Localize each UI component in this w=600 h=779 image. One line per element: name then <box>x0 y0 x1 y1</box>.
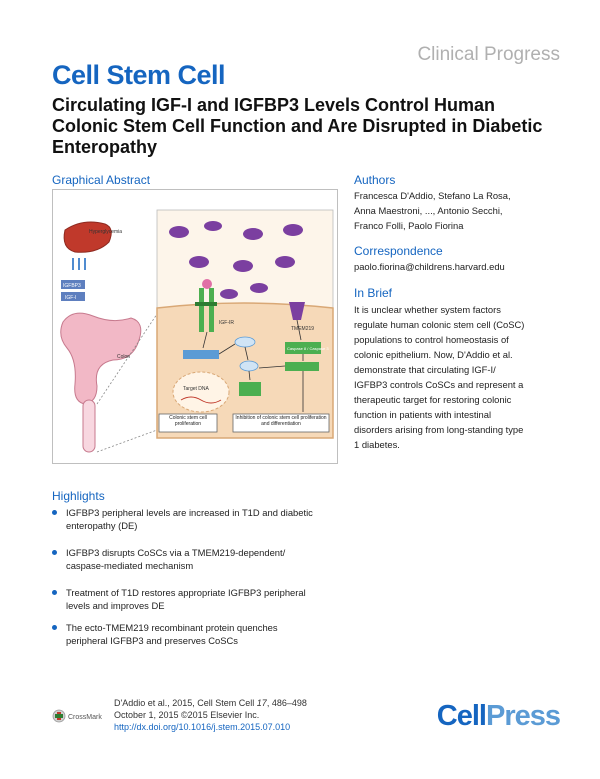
in-brief-line: populations to control homeostasis of <box>354 334 509 345</box>
in-brief-line: IGFBP3 controls CoSCs and represent a <box>354 379 524 390</box>
bullet-icon <box>52 590 57 595</box>
highlight-line: enteropathy (DE) <box>66 520 138 531</box>
highlight-line: Treatment of T1D restores appropriate IG… <box>66 587 306 598</box>
citation-pages: , 486–498 <box>266 698 307 708</box>
correspondence-email[interactable]: paolo.fiorina@childrens.harvard.edu <box>354 261 505 272</box>
colon-label: Colon <box>117 354 130 360</box>
in-brief-line: colonic epithelium. Now, D'Addio et al. <box>354 349 513 360</box>
crypt-icon <box>82 399 96 453</box>
highlight-line: IGFBP3 peripheral levels are increased i… <box>66 507 313 518</box>
liver-icon <box>63 221 112 253</box>
bullet-icon <box>52 625 57 630</box>
dna-icon <box>180 396 222 404</box>
authors-line: Franco Folli, Paolo Fiorina <box>354 220 464 231</box>
publication-date: October 1, 2015 ©2015 Elsevier Inc. <box>114 710 260 720</box>
colon-icon <box>60 312 142 405</box>
highlight-item: The ecto-TMEM219 recombinant protein que… <box>52 621 352 647</box>
in-brief-line: demonstrate that circulating IGF-I/ <box>354 364 496 375</box>
authors-line: Francesca D'Addio, Stefano La Rosa, <box>354 190 511 201</box>
in-brief-line: It is unclear whether system factors <box>354 304 501 315</box>
highlight-line: caspase-mediated mechanism <box>66 560 194 571</box>
igf1r-receptor-icon <box>195 279 217 332</box>
inhibition-box <box>232 413 330 433</box>
in-brief-line: 1 diabetes. <box>354 439 400 450</box>
in-brief-line: therapeutic target for restoring colonic <box>354 394 512 405</box>
igf1r-label: IGF-IR <box>219 320 234 326</box>
graphical-abstract-diagram: Hyperglycemia IGFBP3 IGF-I Colon <box>60 209 334 453</box>
tmem219-receptor-icon <box>289 302 305 320</box>
doi-link[interactable]: http://dx.doi.org/10.1016/j.stem.2015.07… <box>114 722 291 732</box>
in-brief-line: disorders arising from long-standing typ… <box>354 424 524 435</box>
hyperglycemia-label: Hyperglycemia <box>89 229 122 235</box>
tmem219-label: TMEM219 <box>291 326 314 332</box>
journal-title: Cell Stem Cell <box>52 60 226 90</box>
authors-list: Francesca D'Addio, Stefano La Rosa, Anna… <box>354 188 566 233</box>
inhibition-label: Inhibition of colonic stem cell prolifer… <box>235 415 327 427</box>
authors-heading: Authors <box>354 173 396 187</box>
in-brief-line: regulate human colonic stem cell (CoSC) <box>354 319 525 330</box>
igfbp3-label: IGFBP3 <box>63 283 81 289</box>
akt-node <box>239 360 259 372</box>
igf1-label: IGF-I <box>65 295 76 301</box>
correspondence-heading: Correspondence <box>354 244 443 258</box>
article-title: Circulating IGF-I and IGFBP3 Levels Cont… <box>52 95 543 157</box>
igf1-box <box>61 292 85 301</box>
caspase3-box <box>285 362 319 371</box>
igfbp3-molecules <box>169 221 303 299</box>
citation-text: D'Addio et al., 2015, Cell Stem Cell <box>114 698 257 708</box>
highlight-line: IGFBP3 disrupts CoSCs via a TMEM219-depe… <box>66 547 286 558</box>
highlight-line: levels and improves DE <box>66 600 165 611</box>
in-brief-heading: In Brief <box>354 286 393 300</box>
mtor-box <box>239 382 261 396</box>
nucleus <box>172 371 230 413</box>
citation-volume: 17 <box>256 698 267 708</box>
igfbp3-box <box>61 280 85 289</box>
highlight-line: peripheral IGFBP3 and preserves CoSCs <box>66 635 238 646</box>
crossmark-label: CrossMark <box>68 714 102 721</box>
crossmark-logo[interactable]: CrossMark <box>52 708 110 729</box>
pi3k-node <box>234 336 256 348</box>
proliferation-label: Colonic stem cell proliferation <box>169 415 207 427</box>
caspase-label: Caspase 8 / Caspase 3 <box>287 346 329 351</box>
crossmark-icon: CrossMark <box>52 709 102 723</box>
target-dna-label: Target DNA <box>183 386 210 392</box>
graphical-abstract-figure: Hyperglycemia IGFBP3 IGF-I Colon <box>52 189 338 464</box>
caspase-box <box>285 342 321 354</box>
in-brief-line: function in patients with intestinal <box>354 409 492 420</box>
authors-line: Anna Maestroni, ..., Antonio Secchi, <box>354 205 503 216</box>
cellpress-logo-part: Press <box>485 700 561 732</box>
section-label: Clinical Progress <box>417 44 560 65</box>
highlight-item: Treatment of T1D restores appropriate IG… <box>52 586 352 612</box>
irs-box <box>183 350 219 359</box>
citation: D'Addio et al., 2015, Cell Stem Cell 17,… <box>114 697 307 709</box>
highlight-item: IGFBP3 disrupts CoSCs via a TMEM219-depe… <box>52 546 352 572</box>
highlight-line: The ecto-TMEM219 recombinant protein que… <box>66 622 278 633</box>
bullet-icon <box>52 550 57 555</box>
cellpress-logo: CellPress <box>436 700 561 733</box>
proliferation-box <box>158 413 218 433</box>
in-brief-text: It is unclear whether system factors reg… <box>354 302 566 452</box>
highlight-item: IGFBP3 peripheral levels are increased i… <box>52 506 352 532</box>
graphical-abstract-heading: Graphical Abstract <box>52 173 151 187</box>
bullet-icon <box>52 510 57 515</box>
highlights-heading: Highlights <box>52 489 105 503</box>
cellpress-logo-part: Cell <box>436 700 487 732</box>
